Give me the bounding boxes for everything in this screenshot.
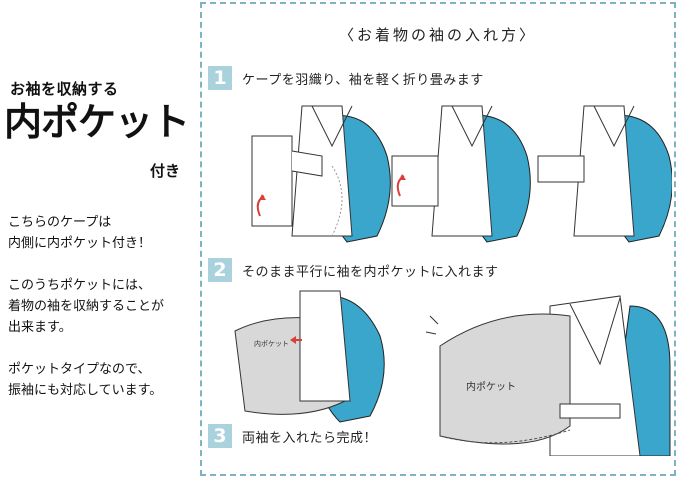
step-number-badge: 3 [208,424,232,448]
line: こちらのケープは [8,215,112,230]
step-2: 2 そのまま平行に袖を内ポケットに入れます [208,258,499,282]
paragraph-1: こちらのケープは 内側に内ポケット付き！ [8,212,194,254]
step-1-illustrations [251,105,672,243]
figure-closeup: 内ポケット [425,295,671,456]
figure-fold-2 [391,105,531,243]
description: こちらのケープは 内側に内ポケット付き！ このうちポケットには、 着物の袖を収納… [8,212,194,422]
paragraph-3: ポケットタイプなので、 振袖にも対応しています。 [8,359,194,401]
title-suffix: 付き [150,162,181,180]
line: 内側に内ポケット付き！ [8,236,152,251]
pocket-label-small: 内ポケット [254,339,289,348]
step-text: 両袖を入れたら完成！ [242,430,378,446]
lead-text: お袖を収納する [10,80,119,98]
paragraph-2: このうちポケットには、 着物の袖を収納することが 出来ます。 [8,275,194,338]
step-1: 1 ケープを羽織り、袖を軽く折り畳みます [208,66,484,90]
line: 着物の袖を収納することが [8,299,165,314]
step-3: 3 両袖を入れたら完成！ [208,424,377,448]
line: 出来ます。 [8,320,72,335]
pocket-label-large: 内ポケット [466,380,516,393]
instructions-heading: 〈お着物の袖の入れ方〉 [338,26,537,44]
step-text: ケープを羽織り、袖を軽く折り畳みます [242,72,484,88]
step-text: そのまま平行に袖を内ポケットに入れます [242,264,499,280]
line: 振袖にも対応しています。 [8,383,163,398]
figure-fold-1 [251,105,391,243]
figure-insert: 内ポケット [234,290,385,423]
step-2-illustrations: 内ポケット 内ポケット [234,290,671,456]
step-number-badge: 1 [208,66,232,90]
left-column: お袖を収納する 内ポケット 付き こちらのケープは 内側に内ポケット付き！ この… [0,0,198,480]
page-title: 内ポケット [4,100,190,144]
line: ポケットタイプなので、 [8,362,151,377]
step-number-badge: 2 [208,258,232,282]
figure-fold-3 [537,105,672,243]
instructions-panel: 〈お着物の袖の入れ方〉 1 ケープを羽織り、袖を軽く折り畳みます [200,2,676,476]
line: このうちポケットには、 [8,278,152,293]
